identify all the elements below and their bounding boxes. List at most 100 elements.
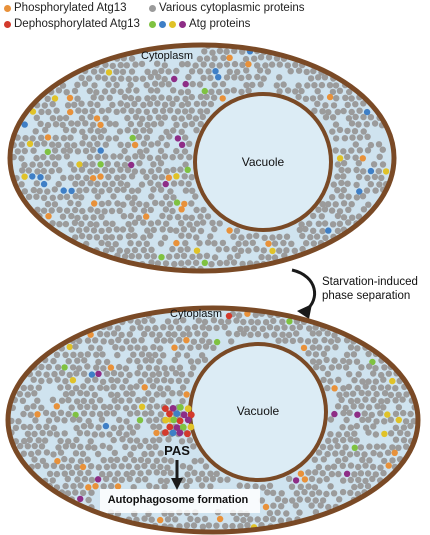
cytoplasmic-protein-dot — [160, 391, 167, 398]
cytoplasmic-protein-dot — [323, 475, 330, 483]
cytoplasmic-protein-dot — [31, 390, 38, 397]
cytoplasmic-protein-dot — [167, 457, 175, 465]
cytoplasmic-protein-dot — [297, 337, 304, 344]
cytoplasmic-protein-dot — [332, 201, 339, 208]
cytoplasmic-protein-dot — [162, 206, 170, 213]
cytoplasmic-protein-dot — [63, 89, 70, 96]
cytoplasmic-protein-dot — [256, 67, 264, 74]
cytoplasmic-protein-dot — [61, 470, 68, 477]
cytoplasmic-protein-dot — [83, 174, 90, 182]
cytoplasmic-protein-dot — [72, 193, 79, 200]
cytoplasmic-protein-dot — [40, 194, 48, 201]
cytoplasmic-protein-dot — [70, 483, 77, 490]
atg-protein-dot — [51, 95, 59, 102]
cytoplasmic-protein-dot — [148, 516, 155, 523]
cytoplasmic-protein-dot — [138, 181, 146, 188]
phosphorylated-atg13-dot — [114, 483, 122, 490]
cytoplasmic-protein-dot — [148, 357, 155, 364]
cytoplasmic-protein-dot — [209, 49, 216, 56]
cytoplasmic-protein-dot — [135, 240, 142, 247]
cytoplasmic-protein-dot — [113, 108, 120, 116]
cytoplasmic-protein-dot — [287, 68, 294, 75]
cytoplasmic-protein-dot — [285, 475, 293, 482]
cytoplasmic-protein-dot — [140, 246, 147, 254]
cytoplasmic-protein-dot — [98, 188, 105, 195]
cytoplasmic-protein-dot — [196, 81, 204, 88]
cytoplasmic-protein-dot — [34, 168, 41, 175]
cytoplasmic-protein-dot — [165, 81, 172, 88]
cytoplasmic-protein-dot — [99, 378, 107, 385]
cytoplasmic-protein-dot — [64, 384, 72, 391]
cytoplasmic-protein-dot — [114, 351, 121, 359]
cytoplasmic-protein-dot — [355, 371, 362, 378]
cytoplasmic-protein-dot — [315, 489, 323, 496]
cytoplasmic-protein-dot — [364, 133, 371, 140]
cytoplasmic-protein-dot — [27, 411, 34, 418]
cytoplasmic-protein-dot — [116, 234, 124, 241]
cytoplasmic-protein-dot — [30, 147, 37, 154]
atg-protein-dot — [29, 173, 36, 180]
cytoplasmic-protein-dot — [103, 410, 111, 417]
cytoplasmic-protein-dot — [191, 323, 199, 331]
cytoplasmic-protein-dot — [35, 437, 42, 444]
cytoplasmic-protein-dot — [88, 489, 95, 496]
cytoplasmic-protein-dot — [72, 343, 79, 350]
atg-swatch-blue — [159, 21, 166, 28]
cytoplasmic-protein-dot — [44, 160, 51, 167]
cytoplasmic-protein-dot — [91, 187, 98, 194]
cytoplasmic-protein-dot — [275, 337, 282, 344]
cytoplasmic-protein-dot — [127, 451, 134, 458]
atg-protein-dot — [292, 477, 300, 484]
cytoplasmic-protein-dot — [395, 404, 403, 411]
cytoplasmic-protein-dot — [210, 344, 217, 351]
transition-label-line1: Starvation-induced — [322, 276, 418, 288]
cytoplasmic-protein-dot — [195, 343, 202, 351]
cytoplasmic-protein-dot — [72, 234, 79, 241]
cytoplasmic-protein-dot — [312, 351, 320, 358]
cytoplasmic-protein-dot — [18, 181, 25, 188]
cytoplasmic-protein-dot — [340, 148, 347, 155]
cytoplasmic-protein-dot — [110, 383, 117, 390]
cytoplasmic-protein-dot — [95, 358, 102, 366]
cytoplasmic-protein-dot — [230, 259, 238, 266]
cytoplasmic-protein-dot — [167, 469, 174, 477]
cytoplasmic-protein-dot — [73, 436, 80, 444]
cytoplasmic-protein-dot — [93, 221, 100, 228]
cytoplasmic-protein-dot — [125, 463, 132, 470]
cytoplasmic-protein-dot — [376, 181, 383, 188]
cytoplasmic-protein-dot — [60, 134, 68, 142]
cytoplasmic-protein-dot — [178, 180, 185, 187]
cytoplasmic-protein-dot — [123, 431, 130, 438]
cytoplasmic-protein-dot — [167, 226, 174, 233]
cytoplasmic-protein-dot — [150, 161, 157, 168]
legend-label: Various cytoplasmic proteins — [159, 2, 305, 14]
cytoplasmic-protein-dot — [84, 403, 91, 410]
atg-swatch-green — [149, 21, 156, 28]
cytoplasmic-protein-dot — [127, 384, 134, 391]
cytoplasmic-protein-dot — [189, 187, 196, 194]
cytoplasmic-protein-dot — [311, 456, 318, 463]
cytoplasmic-protein-dot — [304, 82, 311, 89]
cytoplasmic-protein-dot — [105, 135, 112, 142]
cytoplasmic-protein-dot — [327, 378, 334, 385]
cytoplasmic-protein-dot — [158, 94, 165, 101]
cytoplasmic-protein-dot — [85, 469, 92, 476]
cytoplasmic-protein-dot — [319, 227, 326, 235]
cytoplasmic-protein-dot — [349, 214, 356, 221]
cytoplasmic-protein-dot — [106, 120, 113, 127]
cytoplasmic-protein-dot — [199, 337, 206, 344]
cytoplasmic-protein-dot — [245, 247, 252, 254]
cytoplasmic-protein-dot — [194, 330, 201, 337]
phosphorylated-atg13-dot — [219, 95, 226, 102]
cytoplasmic-protein-dot — [137, 456, 145, 464]
cytoplasmic-protein-dot — [153, 377, 160, 384]
cytoplasmic-protein-dot — [94, 193, 102, 200]
cytoplasmic-protein-dot — [145, 469, 152, 476]
cytoplasmic-protein-dot — [51, 370, 58, 378]
cytoplasmic-protein-dot — [289, 324, 296, 332]
atg-protein-dot — [369, 358, 376, 366]
cytoplasmic-protein-dot — [166, 214, 173, 221]
cytoplasmic-protein-dot — [126, 357, 133, 364]
cytoplasmic-protein-dot — [328, 470, 336, 478]
cytoplasmic-protein-dot — [263, 332, 270, 339]
